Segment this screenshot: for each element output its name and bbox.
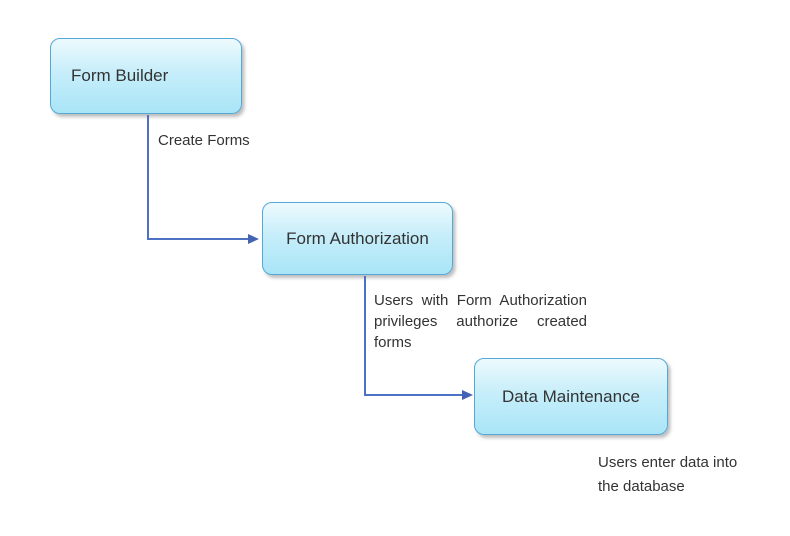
edge1-label: Create Forms bbox=[158, 132, 250, 149]
edge2-arrowhead-icon bbox=[462, 390, 473, 400]
node-data-maintenance: Data Maintenance bbox=[474, 358, 668, 435]
node-data-maintenance-label: Data Maintenance bbox=[502, 386, 640, 406]
node-form-builder-label: Form Builder bbox=[71, 66, 169, 85]
annotation-users-enter-data: Users enter data into the database bbox=[598, 454, 738, 495]
edge1-vertical-line bbox=[147, 115, 149, 239]
node-form-authorization: Form Authorization bbox=[262, 202, 453, 275]
node-form-authorization-label: Form Authorization bbox=[286, 228, 429, 248]
edge1-arrowhead-icon bbox=[248, 234, 259, 244]
edge2-vertical-line bbox=[364, 276, 366, 395]
edge2-label: Users with Form Authorization privileges… bbox=[374, 292, 587, 351]
node-form-builder: Form Builder bbox=[50, 38, 242, 114]
edge2-horizontal-line bbox=[364, 394, 464, 396]
edge1-horizontal-line bbox=[147, 238, 249, 240]
